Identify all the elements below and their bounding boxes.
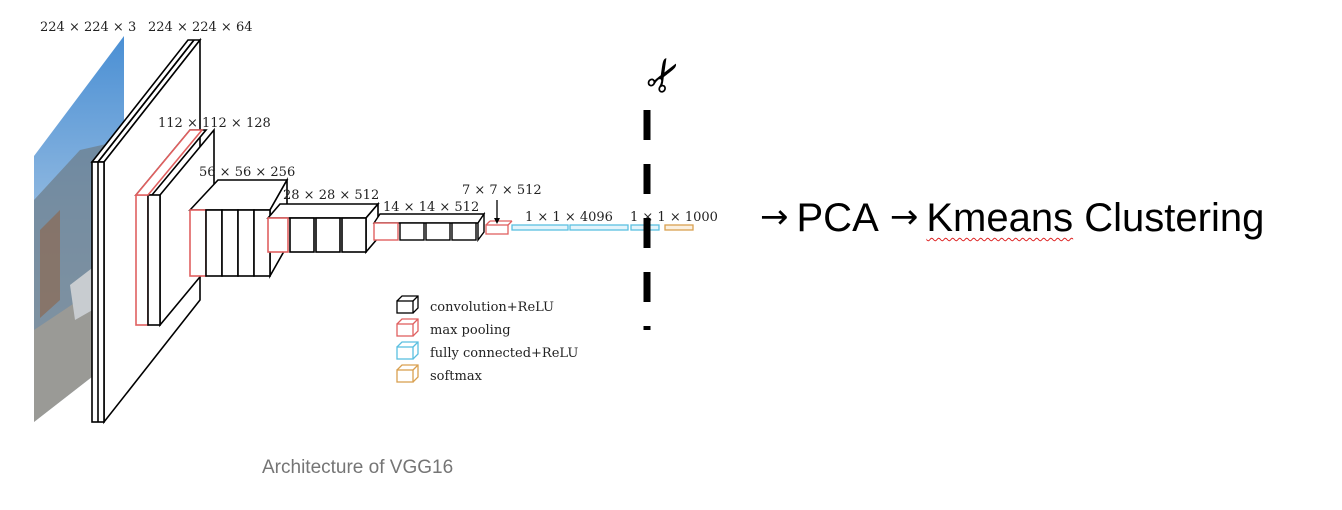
kmeans-step: Kmeans [926,196,1074,240]
legend-item-conv: convolution+ReLU [396,295,554,315]
legend: convolution+ReLU max pooling fully conne… [396,295,578,384]
fc-layers [511,224,694,231]
label-input: 224 × 224 × 3 [40,20,136,35]
legend-label-maxpool: max pooling [430,323,511,338]
pipeline-text: →PCA →Kmeans Clustering [760,196,1264,241]
label-conv5: 14 × 14 × 512 [383,200,479,215]
label-conv1: 224 × 224 × 64 [148,20,252,35]
label-pool: 7 × 7 × 512 [462,183,542,198]
label-conv2: 112 × 112 × 128 [158,116,271,131]
arrow-right-icon: → [760,197,789,237]
label-conv4: 28 × 28 × 512 [283,188,379,203]
conv-block-4 [266,201,380,255]
legend-item-softmax: softmax [396,364,483,384]
label-softmax: 1 × 1 × 1000 [630,210,718,225]
clustering-step: Clustering [1084,196,1265,240]
legend-item-maxpool: max pooling [396,318,511,338]
label-fc: 1 × 1 × 4096 [525,210,613,225]
diagram-caption: Architecture of VGG16 [262,457,454,478]
pca-step: PCA [796,196,879,240]
legend-label-softmax: softmax [430,369,483,384]
conv-block-5 [372,211,486,243]
arrow-right-icon: → [889,197,919,237]
legend-label-conv: convolution+ReLU [430,300,554,315]
label-conv3: 56 × 56 × 256 [199,165,295,180]
legend-label-fc: fully connected+ReLU [430,346,578,361]
pool-block-6 [485,200,513,235]
legend-item-fc: fully connected+ReLU [396,341,578,361]
